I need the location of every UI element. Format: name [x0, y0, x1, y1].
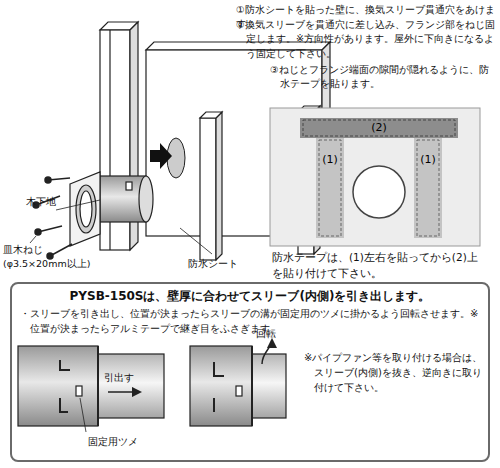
screw — [50, 244, 72, 256]
caption: 防水テープは、(1)左右を貼ってから(2)上を貼り付けて下さい。 — [272, 250, 482, 282]
sleeve-extended — [18, 346, 98, 426]
sleeve-rotated — [190, 346, 286, 426]
part-label: 防水シート — [188, 256, 258, 271]
pull-arrow — [108, 391, 140, 393]
vent-sleeve — [80, 191, 92, 227]
step-note: ③ねじとフランジ端面の隙間が隠れるように、防水テープを貼ります。 — [270, 63, 498, 92]
leader-line — [80, 398, 86, 432]
tape-band — [414, 128, 442, 238]
vent-sleeve — [70, 172, 153, 246]
tape-band-label: (1) — [414, 150, 442, 170]
sleeve-rotated — [214, 362, 224, 412]
tape-band — [319, 140, 341, 236]
note-heading: PYSB-150Sは、壁厚に合わせてスリーブ(内側)を引き出します。 — [20, 288, 480, 305]
sleeve-opening — [353, 166, 405, 218]
wood-stud — [216, 112, 222, 260]
sleeve-rotated — [252, 354, 286, 418]
leader-line — [56, 200, 100, 210]
leader-line — [30, 200, 212, 254]
tape-band-label: (2) — [300, 118, 458, 138]
callout-number: (1) — [322, 152, 338, 168]
callout-number: (1) — [420, 152, 436, 168]
note-body: ・スリーブを引き出し、位置が決まったらスリーブの溝が固定用のツメに掛かるよう回転… — [20, 307, 480, 336]
wood-stud — [200, 118, 216, 260]
sleeve-rotated — [251, 346, 253, 426]
callout-number: (2) — [371, 120, 387, 136]
sleeve-rotated — [190, 346, 252, 426]
part-label: 木下地 — [26, 194, 66, 209]
vent-sleeve — [139, 176, 153, 222]
sleeve-extended — [97, 346, 99, 426]
action-label: 回転 — [256, 326, 296, 341]
part-label: 固定用ツメ — [88, 434, 158, 449]
tape-band-label: (1) — [316, 150, 344, 170]
leader-line — [180, 228, 212, 254]
rotate-arrow — [262, 340, 272, 364]
insert-arrow — [150, 143, 172, 169]
wood-stud — [200, 112, 222, 118]
screw — [35, 229, 41, 235]
vent-sleeve — [70, 172, 100, 246]
sleeve-extended — [76, 386, 82, 396]
tape-band — [300, 118, 458, 138]
step-note: ②換気スリーブを貫通穴に差し込み、フランジ部をねじ固定します。※方向性があります… — [236, 18, 498, 61]
vent-sleeve — [126, 182, 132, 190]
sleeve-rotated — [236, 386, 242, 396]
tape-band — [417, 140, 439, 236]
action-label: 引出す — [104, 370, 154, 385]
vent-sleeve — [76, 185, 96, 233]
leader-line — [30, 236, 36, 243]
inset-frame — [270, 108, 480, 246]
tape-band — [303, 120, 455, 136]
part-label: 皿木ねじ (φ3.5×20mm以上) — [3, 243, 103, 272]
sleeve-extended — [98, 354, 164, 418]
tape-band — [316, 128, 344, 238]
screw — [47, 253, 53, 259]
screw — [45, 177, 51, 183]
sleeve-extended — [60, 360, 70, 412]
note: ※パイプファン等を取り付ける場合は、スリーブ(内側)を抜き、逆向きに取り付けて下… — [304, 350, 484, 395]
sleeve-extended — [18, 346, 164, 426]
tape-band — [300, 118, 458, 238]
